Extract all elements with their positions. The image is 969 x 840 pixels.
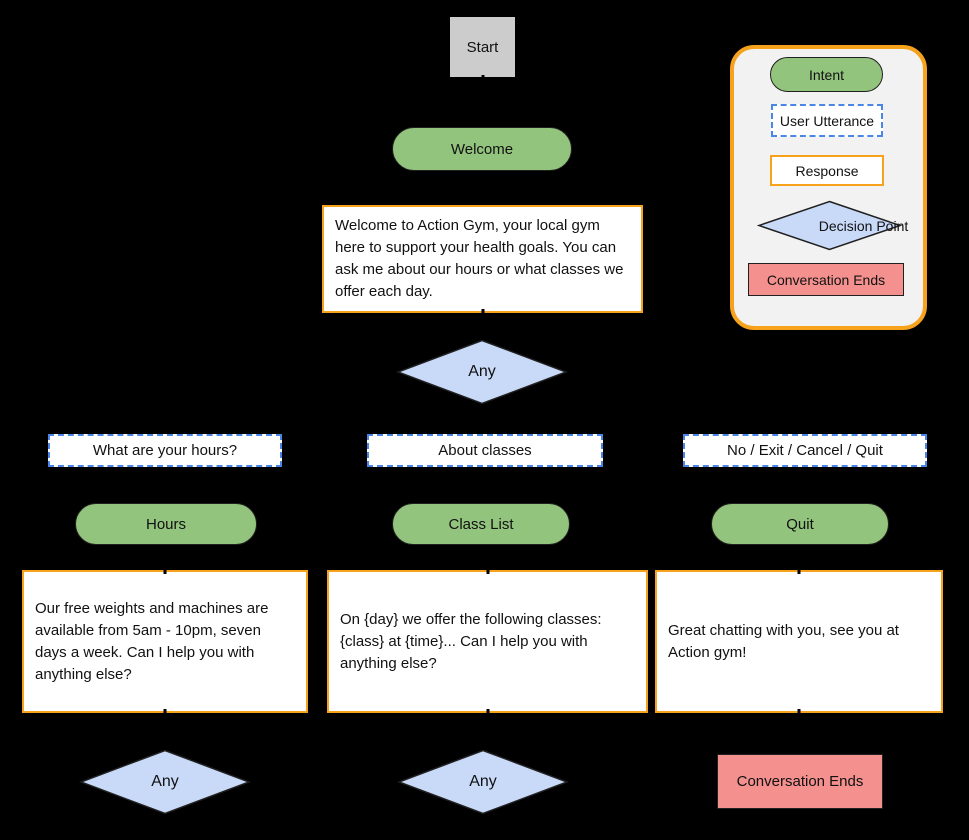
conversation-ends-label: Conversation Ends [736, 773, 864, 790]
response-classes: On {day} we offer the following classes:… [327, 570, 648, 713]
response-welcome-text: Welcome to Action Gym, your local gym he… [335, 217, 624, 300]
decision-any-hours-label: Any [151, 773, 179, 790]
legend-user-utterance: User Utterance [771, 104, 883, 137]
legend-user-utterance-label: User Utterance [779, 112, 875, 129]
diamond-shape [79, 749, 251, 815]
intent-hours: Hours [75, 503, 257, 545]
intent-welcome: Welcome [392, 127, 572, 171]
response-hours: Our free weights and machines are availa… [22, 570, 308, 713]
legend-intent: Intent [770, 57, 883, 92]
intent-welcome-label: Welcome [450, 140, 514, 158]
intent-class-list-label: Class List [448, 515, 514, 533]
decision-any-classes-label: Any [469, 773, 497, 790]
legend-intent-label: Intent [808, 66, 845, 83]
response-classes-text: On {day} we offer the following classes:… [340, 610, 602, 672]
legend-response-label: Response [795, 162, 859, 179]
start-label: Start [466, 38, 499, 56]
utterance-classes-label: About classes [438, 442, 532, 459]
legend-decision-point: Decision Point [757, 200, 908, 251]
utterance-quit: No / Exit / Cancel / Quit [683, 434, 927, 467]
legend-conversation-ends: Conversation Ends [748, 263, 904, 296]
utterance-hours: What are your hours? [48, 434, 282, 467]
legend-response: Response [770, 155, 884, 186]
decision-any-classes: Any [397, 749, 569, 815]
intent-quit-label: Quit [786, 515, 814, 533]
decision-any-top: Any [396, 339, 568, 405]
conversation-ends-node: Conversation Ends [717, 754, 883, 809]
response-quit-text: Great chatting with you, see you at Acti… [668, 621, 899, 661]
decision-any-hours: Any [79, 749, 251, 815]
legend-panel: Intent User Utterance Response Decision … [730, 45, 927, 330]
response-welcome: Welcome to Action Gym, your local gym he… [322, 205, 643, 313]
decision-any-top-label: Any [468, 363, 496, 380]
intent-hours-label: Hours [145, 515, 186, 533]
legend-decision-point-label: Decision Point [818, 217, 909, 234]
intent-quit: Quit [711, 503, 889, 545]
start-node: Start [450, 17, 515, 77]
diamond-shape [397, 749, 569, 815]
utterance-quit-label: No / Exit / Cancel / Quit [727, 442, 883, 459]
diamond-shape [396, 339, 568, 405]
response-quit: Great chatting with you, see you at Acti… [655, 570, 943, 713]
utterance-classes: About classes [367, 434, 603, 467]
diamond-shape [757, 200, 902, 251]
utterance-hours-label: What are your hours? [92, 442, 238, 459]
legend-conversation-ends-label: Conversation Ends [766, 271, 886, 288]
intent-class-list: Class List [392, 503, 570, 545]
response-hours-text: Our free weights and machines are availa… [35, 599, 269, 683]
